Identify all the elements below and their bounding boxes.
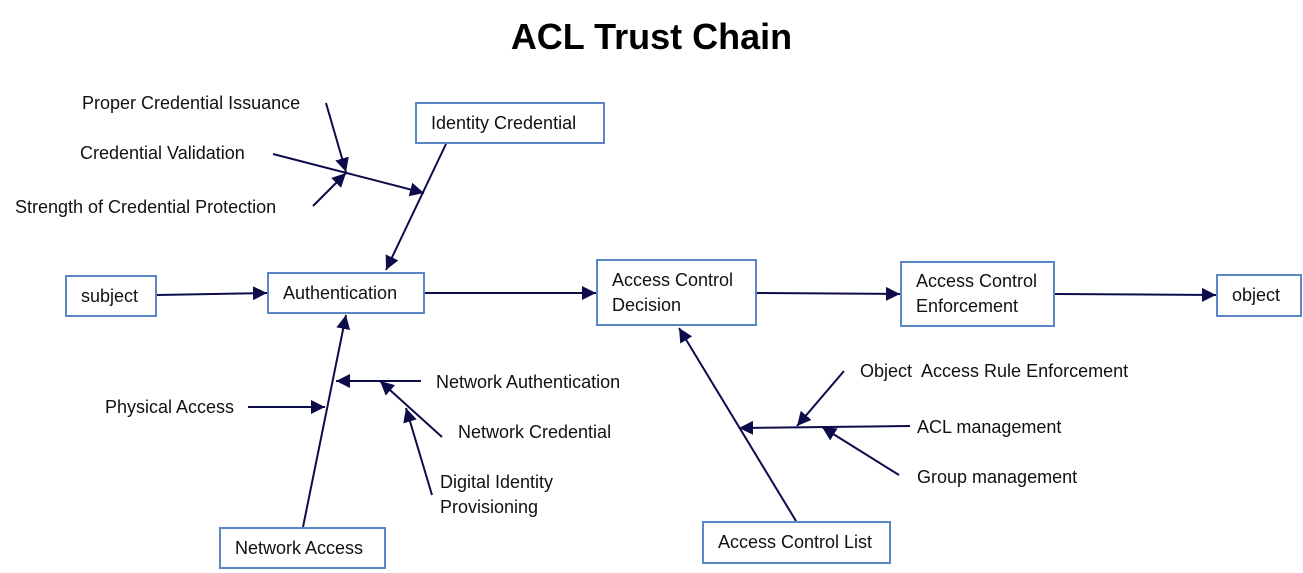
network-authentication-label: Network Authentication: [436, 372, 621, 392]
identity-credential-to-authentication-arrow: [385, 143, 447, 271]
network-credential-label: Network Credential: [458, 422, 612, 442]
physical-access-label: Physical Access: [105, 397, 235, 417]
credential-validation-label: Credential Validation: [80, 143, 245, 163]
network-access-label: Network Access: [235, 537, 364, 558]
group-management-arrow: [821, 426, 900, 476]
authentication-label: Authentication: [283, 282, 398, 303]
strength-of-protection-arrow: [312, 172, 347, 207]
digital-identity-provisioning-label-line1: Digital Identity: [440, 472, 554, 492]
acl-management-label: ACL management: [917, 417, 1062, 437]
enforcement-to-object-arrow: [1054, 287, 1217, 302]
access-control-decision-label-line2: Decision: [612, 294, 682, 315]
proper-credential-issuance-arrow: [325, 102, 349, 173]
proper-credential-issuance-label: Proper Credential Issuance: [82, 93, 301, 113]
access-control-enforcement-box: Access Control Enforcement: [900, 261, 1055, 327]
subject-to-authentication-arrow: [156, 286, 268, 301]
subject-box: subject: [65, 275, 157, 317]
network-access-to-authentication-arrow: [302, 314, 351, 528]
object-box: object: [1216, 274, 1302, 317]
diagram-title: ACL Trust Chain: [510, 16, 793, 57]
access-control-decision-box: Access Control Decision: [596, 259, 757, 326]
access-control-enforcement-label-line2: Enforcement: [916, 296, 1019, 316]
identity-credential-label: Identity Credential: [431, 112, 577, 133]
authentication-box: Authentication: [267, 272, 425, 314]
credential-validation-arrow: [272, 153, 425, 197]
identity-credential-box: Identity Credential: [415, 102, 605, 144]
subject-label: subject: [81, 285, 139, 306]
object-label: object: [1232, 285, 1281, 305]
digital-identity-provisioning-arrow: [403, 407, 433, 496]
network-credential-arrow: [379, 380, 443, 438]
decision-to-enforcement-arrow: [756, 286, 901, 301]
digital-identity-provisioning-label-line2: Provisioning: [440, 497, 539, 517]
access-control-list-label: Access Control List: [718, 532, 873, 552]
group-management-label: Group management: [917, 467, 1078, 487]
object-access-rule-enforcement-label: Object Access Rule Enforcement: [860, 361, 1129, 381]
access-control-decision-label-line1: Access Control: [612, 269, 734, 290]
strength-of-credential-protection-label: Strength of Credential Protection: [15, 197, 277, 217]
access-control-list-box: Access Control List: [702, 521, 891, 564]
acl-to-decision-arrow: [678, 327, 797, 522]
network-access-box: Network Access: [219, 527, 386, 569]
object-access-rule-enforcement-arrow: [796, 370, 845, 427]
access-control-enforcement-label-line1: Access Control: [916, 271, 1038, 291]
